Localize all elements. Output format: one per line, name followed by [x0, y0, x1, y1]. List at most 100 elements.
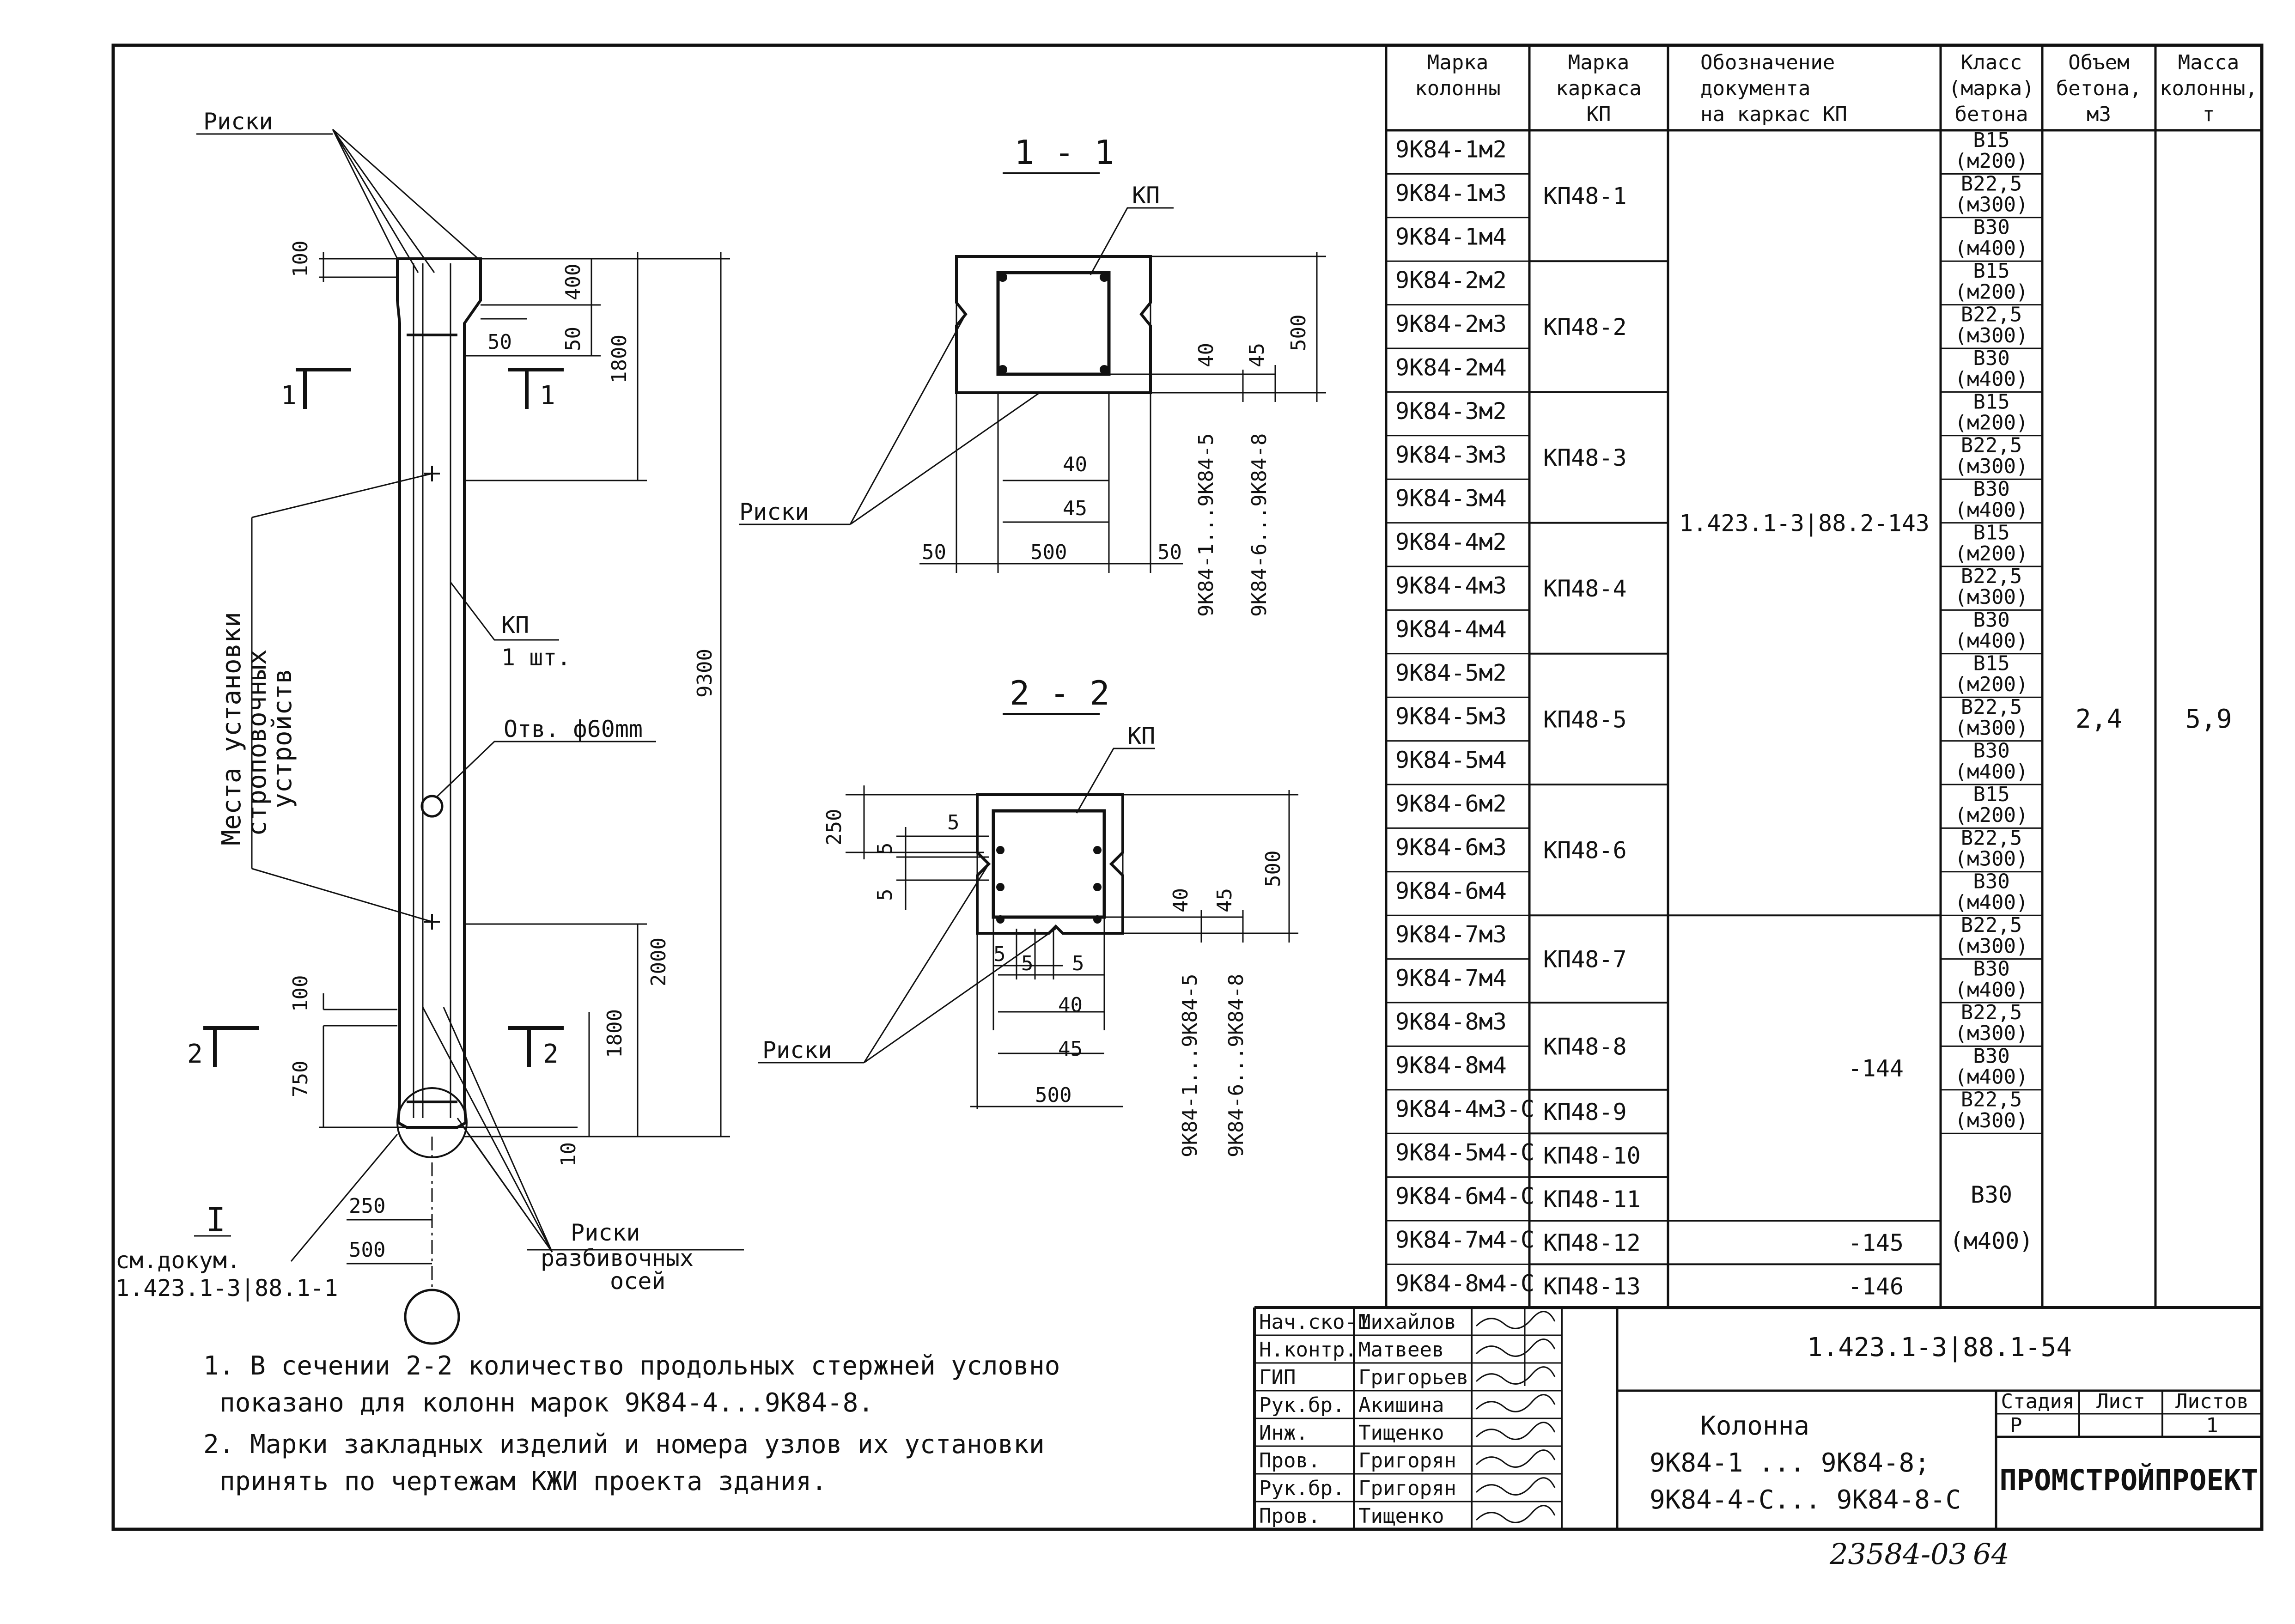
section-mark-1-left: 1: [281, 381, 297, 411]
section-2-2: [758, 713, 1298, 1109]
doc-146-cell: -146: [1848, 1273, 1904, 1300]
riski-label-bottom: Риски: [571, 1219, 640, 1246]
concrete-class-cell: В22,5: [1961, 913, 2022, 937]
note-2-line-1: 2. Марки закладных изделий и номера узло…: [203, 1429, 1045, 1460]
table-header-5-line-0: Масса: [2178, 51, 2239, 74]
osey-label: осей: [610, 1268, 665, 1295]
dim-1800-bottom: 1800: [603, 1009, 627, 1058]
lifting-label-3: устройств: [268, 669, 298, 809]
column-mark-cell: 9К84-7м4: [1395, 965, 1507, 991]
dim-750: 750: [289, 1061, 312, 1097]
dim-100-top: 100: [289, 241, 312, 277]
column-mark-cell: 9К84-5м4-С: [1395, 1139, 1534, 1166]
sec1-dim-40-a: 40: [1194, 343, 1218, 367]
hole-label: Отв. ф60mm: [504, 716, 643, 742]
signer-name: Григорян: [1358, 1477, 1456, 1500]
concrete-merged-grade: (м400): [1950, 1228, 2033, 1254]
concrete-grade-cell: (м200): [1955, 803, 2028, 827]
signature-mark: [1475, 1422, 1556, 1440]
column-mark-cell: 9К84-4м3-С: [1395, 1095, 1534, 1122]
sec1-dim-45-b: 45: [1063, 497, 1087, 520]
see-doc-code: 1.423.1-3|88.1-1: [116, 1275, 338, 1302]
concrete-merged-class: В30: [1971, 1181, 2012, 1208]
lifting-label-1: Места установки: [217, 612, 247, 845]
concrete-class-cell: В15: [1973, 390, 2009, 414]
table-header-2-line-2: на каркас КП: [1700, 103, 1847, 126]
sheet-label: Лист: [2096, 1390, 2145, 1413]
signer-role: Инж.: [1259, 1421, 1308, 1445]
cage-mark-cell: КП48-3: [1543, 444, 1627, 471]
sec2-dim-5-a: 5: [947, 811, 960, 834]
concrete-class-cell: В22,5: [1961, 1088, 2022, 1112]
dim-250: 250: [349, 1194, 385, 1218]
column-mark-cell: 9К84-2м4: [1395, 354, 1507, 381]
column-mark-cell: 9К84-8м3: [1395, 1009, 1507, 1035]
sec2-dim-40-b: 40: [1058, 993, 1083, 1017]
signature-mark: [1475, 1449, 1556, 1468]
concrete-grade-cell: (м300): [1955, 1022, 2028, 1045]
column-mark-cell: 9К84-1м2: [1395, 136, 1507, 163]
table-header-1-line-2: КП: [1587, 103, 1611, 126]
sec2-dim-5-b: 5: [873, 843, 897, 855]
table-header-2-line-1: документа: [1700, 77, 1810, 100]
signature-mark: [1475, 1505, 1556, 1523]
concrete-grade-cell: (м400): [1955, 891, 2028, 914]
note-1-line-2: показано для колонн марок 9К84-4...9К84-…: [219, 1388, 874, 1418]
sec2-range-b: 9К84-6...9К84-8: [1224, 974, 1248, 1157]
concrete-grade-cell: (м300): [1955, 716, 2028, 740]
sec2-range-a: 9К84-1...9К84-5: [1178, 974, 1202, 1157]
concrete-grade-cell: (м300): [1955, 585, 2028, 609]
kp-label: КП: [501, 612, 529, 639]
signer-role: Пров.: [1259, 1449, 1320, 1472]
cage-mark-cell: КП48-10: [1543, 1142, 1641, 1169]
sec2-dim-250: 250: [822, 809, 846, 845]
signer-role: Рук.бр.: [1259, 1477, 1345, 1500]
concrete-class-cell: В22,5: [1961, 565, 2022, 588]
sec1-dim-50-b: 50: [1157, 541, 1182, 564]
concrete-grade-cell: (м400): [1955, 978, 2028, 1002]
column-mark-cell: 9К84-4м2: [1395, 529, 1507, 555]
column-mark-cell: 9К84-1м4: [1395, 223, 1507, 250]
section-1-riski: Риски: [739, 499, 809, 525]
section-mark-2-right: 2: [543, 1039, 559, 1069]
sec1-dim-50-a: 50: [922, 541, 946, 564]
column-mark-cell: 9К84-2м3: [1395, 310, 1507, 337]
cage-mark-cell: КП48-13: [1543, 1273, 1641, 1300]
razbivochnyh-label: разбивочных: [541, 1245, 694, 1271]
sec2-dim-5-e: 5: [1021, 952, 1034, 975]
table-header-4-line-0: Объем: [2068, 51, 2129, 74]
section-1-1-kp: КП: [1132, 182, 1160, 209]
column-mark-cell: 9К84-6м4-С: [1395, 1183, 1534, 1210]
lifting-hole: [420, 795, 444, 818]
signature-mark: [1475, 1311, 1556, 1329]
concrete-grade-cell: (м300): [1955, 193, 2028, 217]
column-mark-cell: 9К84-8м4-С: [1395, 1270, 1534, 1297]
concrete-grade-cell: (м200): [1955, 542, 2028, 566]
concrete-grade-cell: (м200): [1955, 411, 2028, 435]
dim-500-bottom: 500: [349, 1238, 385, 1262]
signer-role: Рук.бр.: [1259, 1393, 1345, 1417]
concrete-class-cell: В30: [1973, 216, 2009, 239]
column-elevation: [196, 128, 744, 1345]
cage-mark-cell: КП48-7: [1543, 946, 1627, 973]
cage-mark-cell: КП48-4: [1543, 575, 1627, 602]
kp-qty-label: 1 шт.: [501, 644, 571, 671]
concrete-class-cell: В22,5: [1961, 1001, 2022, 1024]
table-header-1-line-0: Марка: [1568, 51, 1629, 74]
signer-name: Тищенко: [1358, 1504, 1444, 1528]
column-mark-cell: 9К84-3м4: [1395, 485, 1507, 512]
concrete-grade-cell: (м400): [1955, 237, 2028, 260]
concrete-class-cell: В15: [1973, 652, 2009, 675]
section-1-1: [739, 172, 1326, 573]
concrete-grade-cell: (м400): [1955, 760, 2028, 784]
dim-400: 400: [561, 264, 585, 300]
section-2-riski: Риски: [762, 1037, 832, 1064]
cage-mark-cell: КП48-11: [1543, 1186, 1641, 1213]
concrete-class-cell: В30: [1973, 739, 2009, 762]
column-mark-cell: 9К84-4м4: [1395, 616, 1507, 643]
dim-1800-top: 1800: [608, 335, 631, 383]
sec1-dim-500-b: 500: [1030, 541, 1067, 564]
dim-50-a: 50: [487, 330, 512, 354]
concrete-grade-cell: (м400): [1955, 1065, 2028, 1089]
